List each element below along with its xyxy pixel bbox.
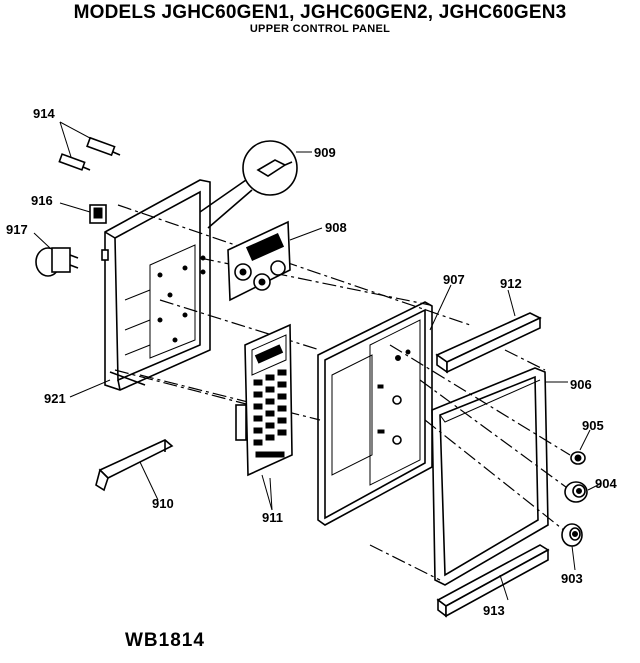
- part-909-detail: [199, 140, 312, 229]
- label-903: 903: [561, 571, 583, 586]
- label-913: 913: [483, 603, 505, 618]
- label-908: 908: [325, 220, 347, 235]
- diagram-title: MODELS JGHC60GEN1, JGHC60GEN2, JGHC60GEN…: [73, 2, 567, 23]
- label-912: 912: [500, 276, 522, 291]
- part-921-frame: [69, 179, 211, 398]
- part-913-strip: [436, 544, 550, 618]
- part-910-bracket: [95, 439, 174, 501]
- diagram-code: WB1814: [125, 630, 205, 651]
- part-911-keypad: [235, 323, 293, 511]
- part-905-knob: [570, 429, 591, 465]
- part-914-switches: [58, 121, 121, 171]
- part-917-timer: [33, 232, 79, 277]
- label-921: 921: [44, 391, 66, 406]
- keypad-buttons: [253, 369, 287, 458]
- part-906-frame: [431, 367, 568, 586]
- label-909: 909: [314, 145, 336, 160]
- label-904: 904: [595, 476, 617, 491]
- assembly-lines: [114, 204, 571, 581]
- label-911: 911: [262, 510, 283, 525]
- label-907: 907: [443, 272, 465, 287]
- diagram-subtitle: UPPER CONTROL PANEL: [249, 23, 391, 35]
- part-916-relay: [59, 202, 107, 224]
- part-904-knob: [564, 481, 601, 503]
- part-903-knob: [561, 523, 583, 571]
- part-907-panel: [317, 284, 452, 526]
- label-906: 906: [570, 377, 592, 392]
- label-917: 917: [6, 222, 28, 237]
- part-912-strip: [435, 289, 542, 374]
- label-910: 910: [152, 496, 174, 511]
- label-916: 916: [31, 193, 53, 208]
- label-914: 914: [33, 106, 55, 121]
- part-908-board: [227, 220, 323, 302]
- label-905: 905: [582, 418, 604, 433]
